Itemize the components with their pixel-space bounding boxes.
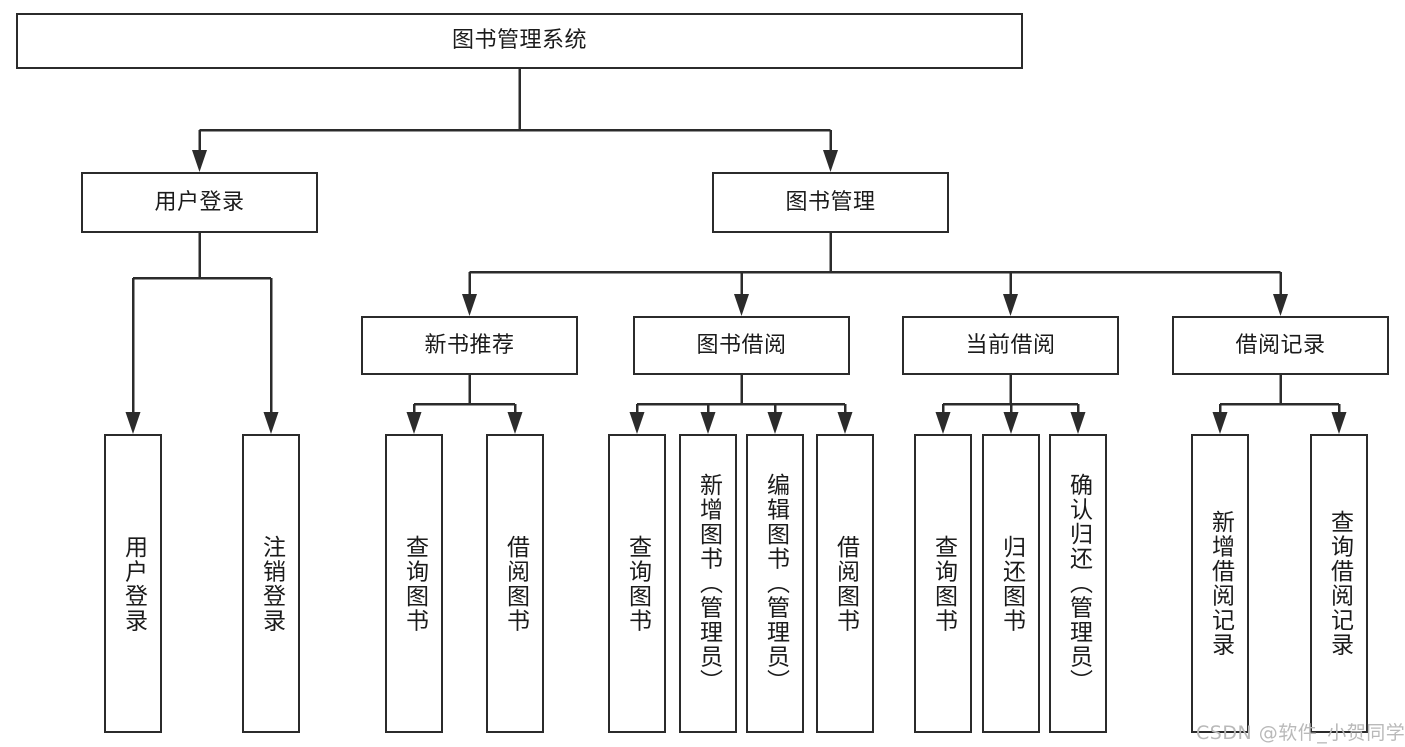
node-label: 注销登录 xyxy=(258,534,285,633)
arrowhead-icon-l3_new xyxy=(462,294,477,316)
node-l3-record[interactable]: 借阅记录 xyxy=(1172,316,1389,375)
node-label: 确认归还（管理员） xyxy=(1065,473,1092,694)
arrowhead-icon-leaf_user_login xyxy=(125,412,141,434)
arrowhead-icon-leaf_cur_confirm xyxy=(1070,412,1086,434)
node-label: 查询图书 xyxy=(624,534,651,633)
node-leaf-bw-add[interactable]: 新增图书（管理员） xyxy=(679,434,737,733)
node-leaf-new-query[interactable]: 查询图书 xyxy=(385,434,443,733)
arrowhead-icon-leaf_bw_add xyxy=(700,412,716,434)
node-label: 编辑图书（管理员） xyxy=(762,473,789,694)
arrowhead-icon-l3_record xyxy=(1273,294,1288,316)
arrowhead-icon-leaf_cur_return xyxy=(1003,412,1019,434)
node-leaf-rec-query[interactable]: 查询借阅记录 xyxy=(1310,434,1368,733)
arrowhead-icon-l3_borrow xyxy=(734,294,749,316)
node-label: 新书推荐 xyxy=(424,332,515,358)
node-leaf-new-borrow[interactable]: 借阅图书 xyxy=(486,434,544,733)
arrowhead-icon-leaf_user_logout xyxy=(263,412,279,434)
node-l3-current[interactable]: 当前借阅 xyxy=(902,316,1119,375)
node-label: 借阅图书 xyxy=(502,534,529,633)
arrowhead-icon-leaf_bw_edit xyxy=(767,412,783,434)
node-label: 借阅记录 xyxy=(1235,332,1326,358)
node-label: 新增图书（管理员） xyxy=(695,473,722,694)
arrowhead-icon-leaf_bw_query xyxy=(629,412,645,434)
arrowhead-icon-leaf_bw_lend xyxy=(837,412,853,434)
node-label: 图书借阅 xyxy=(696,332,787,358)
node-label: 新增借阅记录 xyxy=(1207,510,1234,657)
node-l2-book[interactable]: 图书管理 xyxy=(712,172,949,233)
node-leaf-bw-query[interactable]: 查询图书 xyxy=(608,434,666,733)
node-leaf-user-login[interactable]: 用户登录 xyxy=(104,434,162,733)
node-label: 用户登录 xyxy=(120,534,147,633)
node-leaf-bw-lend[interactable]: 借阅图书 xyxy=(816,434,874,733)
node-leaf-rec-add[interactable]: 新增借阅记录 xyxy=(1191,434,1249,733)
arrowhead-icon-l2_user xyxy=(192,150,207,172)
node-label: 图书管理 xyxy=(785,189,876,215)
node-l3-new[interactable]: 新书推荐 xyxy=(361,316,578,375)
arrowhead-icon-leaf_cur_query xyxy=(935,412,951,434)
arrowhead-icon-leaf_new_query xyxy=(406,412,422,434)
node-label: 查询图书 xyxy=(930,534,957,633)
arrowhead-icon-leaf_new_borrow xyxy=(507,412,523,434)
node-label: 归还图书 xyxy=(998,534,1025,633)
arrowhead-icon-leaf_rec_add xyxy=(1212,412,1228,434)
node-label: 查询图书 xyxy=(401,534,428,633)
node-label: 查询借阅记录 xyxy=(1326,510,1353,657)
node-l3-borrow[interactable]: 图书借阅 xyxy=(633,316,850,375)
node-label: 图书管理系统 xyxy=(451,28,587,54)
node-leaf-cur-query[interactable]: 查询图书 xyxy=(914,434,972,733)
arrowhead-icon-leaf_rec_query xyxy=(1331,412,1347,434)
node-leaf-user-logout[interactable]: 注销登录 xyxy=(242,434,300,733)
node-leaf-cur-return[interactable]: 归还图书 xyxy=(982,434,1040,733)
arrowhead-icon-l2_book xyxy=(823,150,838,172)
node-label: 用户登录 xyxy=(154,189,245,215)
node-root[interactable]: 图书管理系统 xyxy=(16,13,1023,69)
node-label: 当前借阅 xyxy=(965,332,1056,358)
arrowhead-icon-l3_current xyxy=(1003,294,1018,316)
node-leaf-bw-edit[interactable]: 编辑图书（管理员） xyxy=(746,434,804,733)
node-leaf-cur-confirm[interactable]: 确认归还（管理员） xyxy=(1049,434,1107,733)
node-label: 借阅图书 xyxy=(832,534,859,633)
node-l2-user[interactable]: 用户登录 xyxy=(81,172,318,233)
